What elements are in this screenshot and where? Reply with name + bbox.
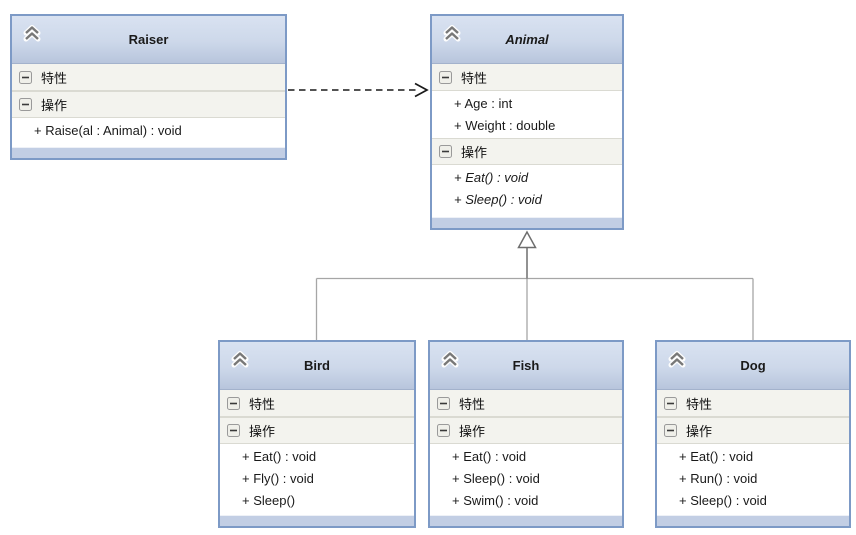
collapse-chevron-icon[interactable] [441,23,463,44]
section-label: 特性 [41,70,68,86]
member-operation[interactable]: + Fly() : void [242,471,314,486]
section-label: 操作 [249,424,276,439]
section-row-properties[interactable]: 特性 [430,390,622,417]
section-row-operations[interactable]: 操作 [220,417,414,444]
section-row-properties[interactable]: 特性 [220,390,414,417]
class-header: Animal [432,16,622,64]
class-box-raiser[interactable]: Raiser 特性 操作 + Raise(al : Animal) : void [10,14,287,160]
member-list: + Eat() : void + Fly() : void + Sleep() [220,444,414,513]
box-footer [432,217,622,228]
collapse-chevron-icon[interactable] [439,349,461,370]
collapse-minus-icon[interactable] [19,98,32,111]
section-label: 操作 [459,424,486,439]
member-operation[interactable]: + Eat() : void [242,449,317,464]
collapse-minus-icon[interactable] [439,145,452,158]
section-row-operations[interactable]: 操作 [430,417,622,444]
collapse-chevron-icon[interactable] [21,23,43,44]
class-name: Dog [740,358,766,373]
section-row-properties[interactable]: 特性 [432,64,622,91]
box-footer [430,515,622,526]
class-box-animal[interactable]: Animal 特性 + Age : int + Weight : double … [430,14,624,230]
member-operation[interactable]: + Sleep() : void [679,493,767,508]
class-name: Raiser [128,32,169,47]
member-property[interactable]: + Weight : double [454,118,556,133]
class-name: Bird [304,358,330,373]
collapse-minus-icon[interactable] [664,396,677,410]
collapse-minus-icon[interactable] [664,424,677,437]
section-label: 特性 [461,70,488,86]
box-footer [12,147,285,158]
section-row-properties[interactable]: 特性 [12,64,285,91]
class-header: Bird [220,342,414,390]
collapse-chevron-icon[interactable] [666,349,688,370]
collapse-minus-icon[interactable] [227,424,240,437]
member-list: + Age : int + Weight : double [432,91,622,138]
collapse-minus-icon[interactable] [437,424,450,437]
inheritance-connector[interactable] [315,230,754,341]
section-row-properties[interactable]: 特性 [657,390,849,417]
class-header: Fish [430,342,622,390]
class-header: Raiser [12,16,285,64]
member-operation[interactable]: + Eat() : void [679,449,754,464]
section-label: 特性 [686,396,713,412]
collapse-minus-icon[interactable] [19,70,32,84]
member-list: + Eat() : void + Sleep() : void + Swim()… [430,444,622,513]
section-label: 操作 [461,145,488,160]
class-box-fish[interactable]: Fish 特性 操作 + Eat() : void + Sleep() : vo… [428,340,624,528]
section-label: 特性 [459,396,486,412]
class-name: Animal [505,32,549,47]
member-list: + Raise(al : Animal) : void [12,118,285,143]
dependency-arrow-raiser-animal[interactable] [288,82,429,98]
class-header: Dog [657,342,849,390]
member-operation[interactable]: + Sleep() [242,493,296,508]
member-operation[interactable]: + Sleep() : void [452,471,540,486]
member-operation[interactable]: + Eat() : void [452,449,527,464]
member-list: + Eat() : void + Sleep() : void [432,165,622,212]
class-box-dog[interactable]: Dog 特性 操作 + Eat() : void + Run() : void … [655,340,851,528]
member-operation[interactable]: + Sleep() : void [454,192,542,207]
section-label: 操作 [686,424,713,439]
member-property[interactable]: + Age : int [454,96,513,111]
box-footer [657,515,849,526]
collapse-minus-icon[interactable] [439,70,452,84]
section-label: 特性 [249,396,276,412]
member-operation[interactable]: + Eat() : void [454,170,529,185]
box-footer [220,515,414,526]
collapse-minus-icon[interactable] [227,396,240,410]
collapse-chevron-icon[interactable] [229,349,251,370]
section-label: 操作 [41,98,68,113]
section-row-operations[interactable]: 操作 [432,138,622,165]
member-operation[interactable]: + Run() : void [679,471,758,486]
member-operation[interactable]: + Swim() : void [452,493,539,508]
collapse-minus-icon[interactable] [437,396,450,410]
class-name: Fish [512,358,540,373]
member-list: + Eat() : void + Run() : void + Sleep() … [657,444,849,513]
member-operation[interactable]: + Raise(al : Animal) : void [34,123,182,138]
class-box-bird[interactable]: Bird 特性 操作 + Eat() : void + Fly() : void… [218,340,416,528]
hollow-triangle-arrowhead [517,230,537,249]
section-row-operations[interactable]: 操作 [12,91,285,118]
section-row-operations[interactable]: 操作 [657,417,849,444]
